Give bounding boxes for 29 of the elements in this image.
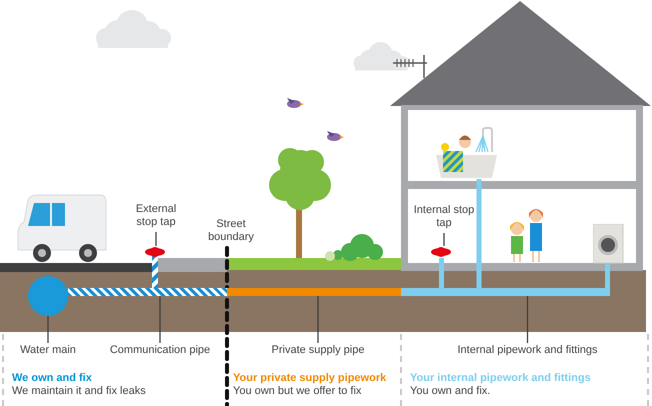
callout-label: Communication pipe	[95, 344, 225, 358]
callout-label: External stop tap	[125, 203, 187, 231]
callout-label: Internal stop tap	[413, 204, 475, 232]
water-pipe	[605, 264, 610, 288]
section-heading: Your internal pipework and fittings	[410, 372, 591, 385]
washing-machine-icon	[593, 224, 624, 264]
callout-label: Internal pipework and fittings	[420, 344, 635, 358]
section-text: You own and fix.	[410, 385, 490, 398]
stop-tap-icon	[431, 246, 451, 258]
water-pipe	[476, 179, 482, 288]
stop-tap-icon	[145, 246, 165, 258]
section-text: We maintain it and fix leaks	[12, 385, 146, 398]
leader-line	[526, 296, 528, 343]
water-pipe	[439, 258, 444, 288]
section-heading: Your private supply pipework	[233, 372, 386, 385]
leader-line	[317, 296, 319, 343]
callout-label: Water main	[8, 344, 88, 358]
bath-drawing	[436, 127, 498, 179]
pipe	[68, 288, 227, 296]
pipe	[227, 288, 401, 296]
pipe	[401, 288, 610, 296]
leader-line	[443, 233, 445, 246]
leader-line	[155, 232, 157, 246]
section-heading: We own and fix	[12, 372, 92, 385]
leader-line	[47, 316, 49, 343]
boundary-label: Street boundary	[207, 218, 255, 244]
section-text: You own but we offer to fix	[233, 385, 362, 398]
callout-label: Private supply pipe	[243, 344, 393, 358]
leader-line	[159, 296, 161, 343]
